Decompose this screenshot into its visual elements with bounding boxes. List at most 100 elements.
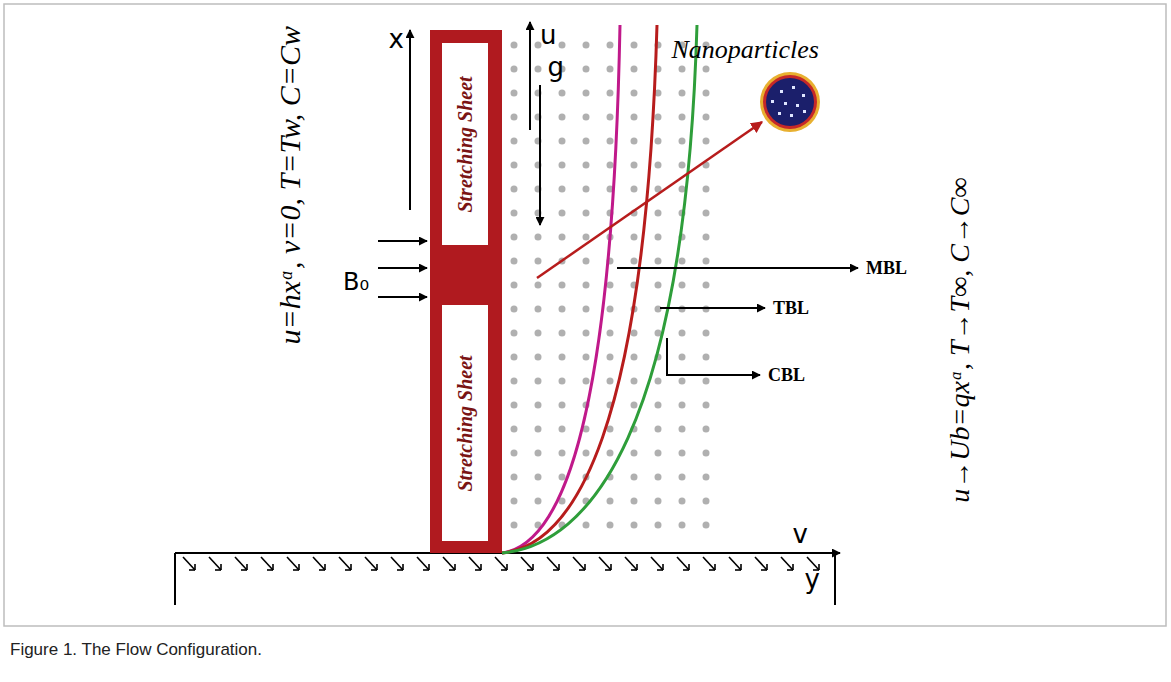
- particle-dot: [559, 162, 566, 169]
- particle-dot: [655, 402, 662, 409]
- particle-dot: [655, 426, 662, 433]
- particle-dot: [511, 138, 518, 145]
- particle-dot: [679, 330, 686, 337]
- hatch-stroke: [714, 564, 716, 570]
- hatch-stroke: [573, 557, 585, 570]
- figure-frame: [4, 4, 1166, 626]
- hatch-stroke: [651, 557, 663, 570]
- particle-dot: [511, 42, 518, 49]
- particle-dot: [631, 402, 638, 409]
- particle-dot: [583, 258, 590, 265]
- particle-dot: [559, 426, 566, 433]
- hatch-stroke: [584, 564, 586, 570]
- hatch-stroke: [636, 564, 638, 570]
- particle-dot: [559, 210, 566, 217]
- particle-dot: [535, 282, 542, 289]
- u-arrow: [529, 22, 531, 130]
- hatch-stroke: [371, 569, 377, 571]
- hatch-stroke: [246, 564, 248, 570]
- particle-dot: [703, 522, 710, 529]
- stretching-sheet: [430, 30, 502, 553]
- particle-dot: [607, 282, 614, 289]
- particle-dot: [511, 306, 518, 313]
- particle-dot: [511, 378, 518, 385]
- particle-dot: [583, 378, 590, 385]
- particle-dot: [511, 354, 518, 361]
- hatch-stroke: [610, 564, 612, 570]
- boundary-condition: u→Ub=qxᵅ, T→T∞, C→C∞: [944, 178, 976, 503]
- concentration-profile: [502, 25, 697, 553]
- grain: [792, 86, 795, 89]
- hatch-stroke: [287, 557, 299, 570]
- hatch-stroke: [267, 569, 273, 571]
- particle-dot: [583, 282, 590, 289]
- nanoparticle-ring: [760, 72, 820, 132]
- layer-label: CBL: [768, 365, 805, 386]
- hatch-stroke: [532, 564, 534, 570]
- hatch-stroke: [397, 569, 403, 571]
- particle-dot: [703, 258, 710, 265]
- particle-dot: [655, 162, 662, 169]
- particle-dot: [607, 330, 614, 337]
- particle-dot: [511, 498, 518, 505]
- particle-dot: [511, 282, 518, 289]
- particle-dot: [511, 90, 518, 97]
- particle-dot: [655, 450, 662, 457]
- hatch-stroke: [391, 557, 403, 570]
- particle-dot: [631, 474, 638, 481]
- particle-dot: [607, 522, 614, 529]
- hatch-stroke: [183, 557, 195, 570]
- particle-dot: [679, 402, 686, 409]
- x-axis: [409, 30, 411, 210]
- hatch-stroke: [365, 557, 377, 570]
- hatch-stroke: [324, 564, 326, 570]
- particle-dot: [631, 498, 638, 505]
- particle-dot: [703, 66, 710, 73]
- hatch-stroke: [657, 569, 663, 571]
- particle-dot: [655, 258, 662, 265]
- particle-dot: [703, 378, 710, 385]
- particle-dot: [511, 210, 518, 217]
- hatch-stroke: [428, 564, 430, 570]
- hatch-stroke: [241, 569, 247, 571]
- hatch-stroke: [454, 564, 456, 570]
- hatch-stroke: [298, 564, 300, 570]
- particle-dot: [631, 162, 638, 169]
- particle-dot: [559, 450, 566, 457]
- particle-dot: [607, 498, 614, 505]
- ground-hatching: [183, 557, 819, 570]
- particle-dot: [655, 522, 662, 529]
- particle-dot: [703, 210, 710, 217]
- particle-dot: [583, 306, 590, 313]
- particle-dot: [607, 450, 614, 457]
- particle-dot: [583, 90, 590, 97]
- particle-dot: [559, 234, 566, 241]
- particle-dot: [607, 66, 614, 73]
- particle-dot: [535, 258, 542, 265]
- particle-dot: [511, 186, 518, 193]
- particle-dot: [655, 282, 662, 289]
- sheet-panel: Stretching Sheet: [442, 305, 488, 541]
- hatch-stroke: [345, 569, 351, 571]
- nanoparticle-grains: [771, 86, 806, 117]
- hatch-stroke: [766, 564, 768, 570]
- particle-dot: [535, 330, 542, 337]
- particle-dot: [655, 114, 662, 121]
- particle-dot: [583, 354, 590, 361]
- particle-dot: [511, 402, 518, 409]
- particle-dot: [679, 138, 686, 145]
- particle-dot: [559, 474, 566, 481]
- particle-dot: [679, 474, 686, 481]
- particle-dot: [703, 498, 710, 505]
- particle-dot: [535, 306, 542, 313]
- particle-dot: [679, 426, 686, 433]
- hatch-stroke: [579, 569, 585, 571]
- particle-dot: [535, 474, 542, 481]
- particle-dot: [631, 138, 638, 145]
- particle-dot: [703, 90, 710, 97]
- hatch-stroke: [272, 564, 274, 570]
- particle-dot: [511, 474, 518, 481]
- grain: [771, 100, 774, 103]
- particle-dot: [631, 234, 638, 241]
- hatch-stroke: [501, 569, 507, 571]
